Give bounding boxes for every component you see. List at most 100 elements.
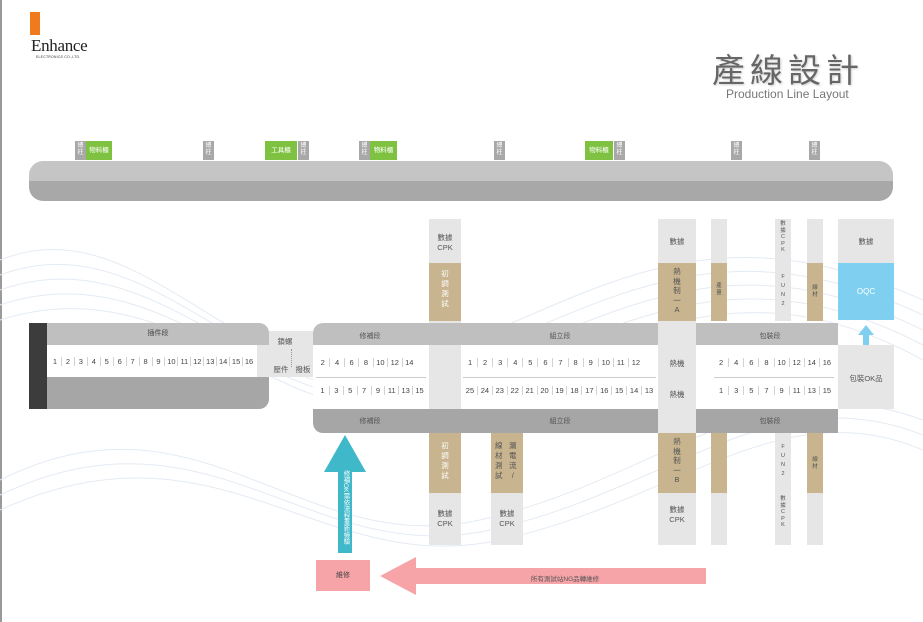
repair_seg.row1-station-cell: 2: [316, 357, 331, 367]
repair_seg.row2-station-cell: 3: [330, 385, 344, 395]
ng-to-repair-note: 所有測試站NG品轉維修: [530, 576, 600, 583]
material-cabinet-tag: 物料櫃: [86, 141, 112, 160]
up-arrow-icon: [858, 325, 874, 345]
station-column: [807, 493, 823, 545]
repair-return-up-arrow-icon: [324, 435, 366, 553]
station-material: 線 材: [807, 433, 823, 493]
assembly.row2-station-cell: 21: [523, 385, 538, 395]
station-data-cpk-vertical: 數 據 C P K: [775, 493, 791, 545]
station-data-cpk-vertical: 數 據 C P K: [775, 219, 791, 263]
pack.row1-station-cell: 8: [759, 357, 775, 367]
station-data-cpk: 數據 CPK: [491, 493, 523, 545]
station-data-cpk: 數據 CPK: [658, 493, 696, 545]
main-loop-head: [313, 323, 838, 345]
insert.cells-station-cell: 14: [217, 356, 231, 366]
repair_seg.row2-station-cell: 7: [358, 385, 372, 395]
material-cabinet-tag: 物料櫃: [370, 141, 397, 160]
station-initial-test: 初 調 測 試: [429, 263, 461, 321]
pack.row2-station-cell: 3: [729, 385, 745, 395]
assembly-segment-foot: 組立段: [549, 418, 571, 425]
assembly.row2-station-cell: 25: [463, 385, 478, 395]
repair_seg.row1-station-cell: 8: [359, 357, 374, 367]
insert.cells-station-cell: 12: [191, 356, 205, 366]
heat-station-bottom: 熱機: [669, 390, 685, 399]
material-cabinet-tag: 物料櫃: [585, 141, 613, 160]
pack-segment-head: 包裝段: [759, 333, 781, 340]
assembly.row1-station-cell: 11: [614, 357, 629, 367]
station-data: 數據: [658, 219, 696, 263]
pack-segment-foot: 包裝段: [759, 418, 781, 425]
pillar: 總柱: [359, 141, 370, 160]
row-divider: [714, 377, 834, 378]
station-column: [711, 433, 727, 493]
main-loop-foot: [313, 409, 838, 433]
station-column: [711, 493, 727, 545]
station-fun2: F U N 2: [775, 263, 791, 321]
assembly.row1-station-cell: 6: [538, 357, 554, 367]
pillar: 總柱: [809, 141, 820, 160]
repair_seg.row1-station-cell: 6: [345, 357, 360, 367]
station-output: 產量: [711, 263, 727, 321]
insert.cells-station-cell: 13: [204, 356, 218, 366]
assembly-segment-head: 組立段: [549, 333, 571, 340]
insert.cells-station-cell: 10: [165, 356, 179, 366]
press-station-label: 壓件: [273, 365, 289, 374]
assembly.row2-station-cell: 14: [627, 385, 643, 395]
page-title: 產線設計: [712, 51, 864, 90]
insert.cells-station-cell: 8: [140, 356, 153, 366]
pillar: 總柱: [298, 141, 309, 160]
insert.cells-station-cell: 16: [244, 356, 254, 366]
pack.row1-station-cell: 14: [805, 357, 820, 367]
assembly.row1-station-cell: 12: [631, 357, 641, 367]
insert.cells-station-cell: 6: [114, 356, 127, 366]
pillar: 總柱: [203, 141, 214, 160]
assembly.row2-station-cell: 15: [612, 385, 628, 395]
pillar: 總柱: [731, 141, 742, 160]
assembly.row1-station-cell: 8: [569, 357, 584, 367]
repair-return-note: 修補OK需依流程重新檢驗: [342, 469, 349, 545]
assembly.row1-station-cell: 2: [478, 357, 494, 367]
station-heat-a: 熱 機 制 一 A: [658, 263, 696, 321]
pillar: 總柱: [614, 141, 625, 160]
row-divider: [463, 377, 656, 378]
station-line-leak-test: 線 材 測 試 漏 電 流 /: [491, 433, 523, 493]
assembly.row1-station-cell: 4: [508, 357, 524, 367]
screw-station-label: 鎖螺: [277, 337, 293, 346]
logo-brand: Enhance: [31, 36, 88, 55]
station-initial-test: 初 調 測 試: [429, 433, 461, 493]
pack.row2-station-cell: 15: [822, 385, 832, 395]
repair_seg.row1-station-cell: 12: [388, 357, 403, 367]
assembly.row2-station-cell: 13: [644, 385, 654, 395]
assembly.row1-station-cell: 10: [599, 357, 614, 367]
assembly.row2-station-cell: 18: [567, 385, 583, 395]
heat-station-top: 熱機: [669, 359, 685, 368]
assembly.row1-station-cell: 3: [493, 357, 509, 367]
pack.row2-station-cell: 1: [714, 385, 730, 395]
station-column: [711, 219, 727, 263]
assembly.row1-station-cell: 1: [463, 357, 479, 367]
station-material: 線 材: [807, 263, 823, 321]
page-subtitle: Production Line Layout: [726, 87, 849, 101]
row-divider: [316, 377, 426, 378]
assembly.row2-station-cell: 23: [493, 385, 508, 395]
pack.row2-station-cell: 13: [805, 385, 820, 395]
insert-segment-head: 插件段: [47, 323, 269, 345]
heat-column: [658, 321, 696, 433]
gap: [696, 345, 711, 409]
repair_seg.row2-station-cell: 5: [344, 385, 358, 395]
station-column: [807, 219, 823, 263]
assembly.row2-station-cell: 20: [538, 385, 553, 395]
pack.row1-station-cell: 16: [822, 357, 832, 367]
link-divider: [291, 349, 292, 367]
assembly.row2-station-cell: 22: [508, 385, 523, 395]
insert.cells-station-cell: 7: [127, 356, 140, 366]
insert.cells-station-cell: 5: [101, 356, 114, 366]
assembly.row2-station-cell: 16: [597, 385, 613, 395]
packed-ok-box: 包裝OK品: [838, 345, 894, 409]
insert-edge: [257, 345, 269, 377]
station-data-cpk: 數據 CPK: [429, 219, 461, 263]
